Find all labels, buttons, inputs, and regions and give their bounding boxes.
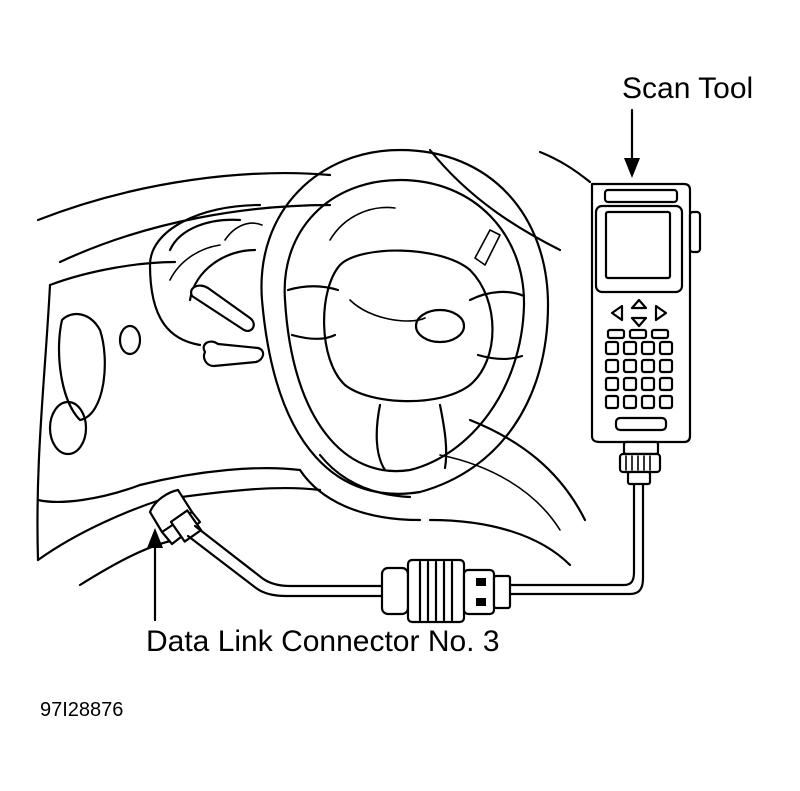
keypad-key — [658, 340, 674, 356]
keypad-key — [604, 358, 620, 374]
keypad-key — [640, 340, 656, 356]
round-vent — [48, 400, 88, 456]
keypad-key — [658, 358, 674, 374]
keypad-key — [658, 376, 674, 392]
wiper-stalk — [202, 340, 265, 368]
right-arrow-key — [654, 304, 668, 322]
connector-pointer — [147, 528, 163, 622]
function-key — [614, 416, 668, 432]
keypad-key — [640, 394, 656, 410]
keypad-key — [622, 358, 638, 374]
data-link-connector-label: Data Link Connector No. 3 — [146, 625, 500, 658]
steering-wheel — [260, 148, 550, 522]
down-arrow-key — [630, 316, 648, 328]
scan-tool-pointer — [624, 108, 640, 178]
knob — [118, 324, 142, 356]
scan-tool-label: Scan Tool — [622, 72, 754, 105]
keypad-key — [650, 328, 670, 340]
up-arrow-key — [630, 298, 648, 310]
keypad-key — [606, 328, 626, 340]
keypad-key — [640, 376, 656, 392]
turn-signal-stalk — [190, 284, 255, 332]
keypad — [604, 328, 674, 410]
keypad-key — [622, 394, 638, 410]
keypad-key — [604, 394, 620, 410]
keypad-key — [640, 358, 656, 374]
data-link-connector — [148, 488, 203, 546]
side-grip — [688, 210, 702, 254]
keypad-key — [622, 376, 638, 392]
screen — [604, 210, 672, 280]
scan-tool — [590, 182, 702, 486]
keypad-key — [622, 340, 638, 356]
left-vent — [57, 312, 106, 422]
keypad-key — [658, 394, 674, 410]
keypad-key — [604, 376, 620, 392]
keypad-key — [604, 340, 620, 356]
dashboard — [36, 148, 592, 587]
left-arrow-key — [610, 304, 624, 322]
figure-id: 97I28876 — [40, 699, 124, 721]
arrow-head-icon — [147, 528, 163, 548]
cable — [186, 480, 645, 598]
horn-pad — [414, 308, 466, 344]
keypad-key — [628, 328, 648, 340]
arrow-head-icon — [624, 158, 640, 178]
inline-adapter — [380, 558, 512, 624]
